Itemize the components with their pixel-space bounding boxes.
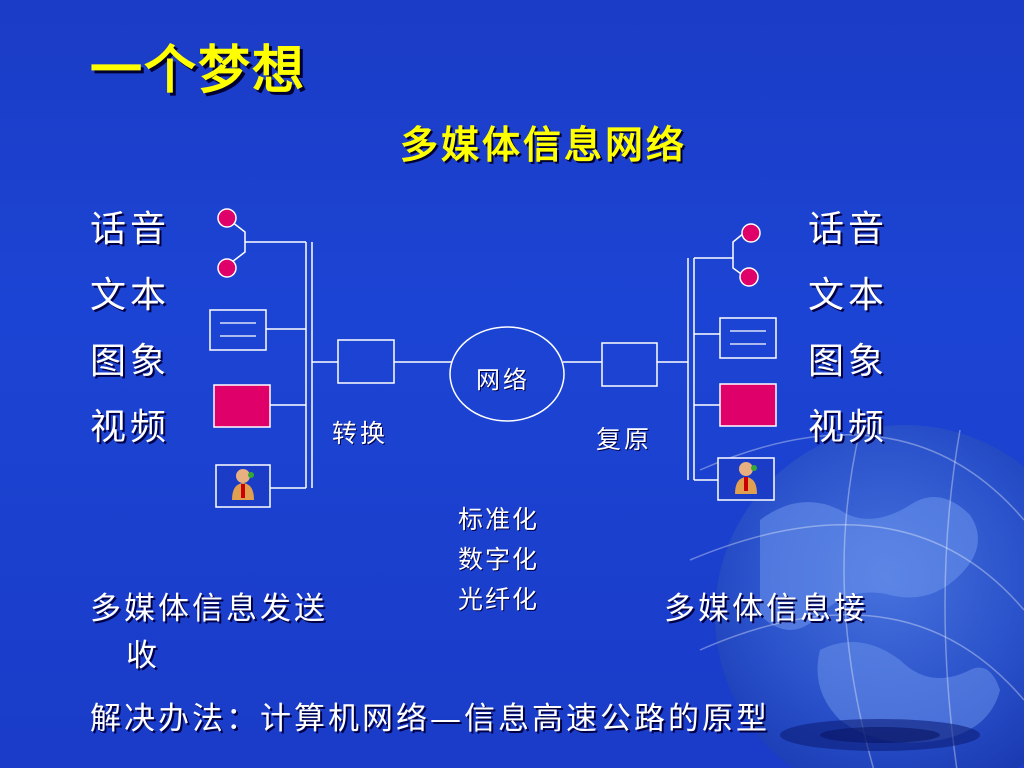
left-mic-wire (231, 221, 246, 263)
note-fiber: 光纤化 (458, 585, 540, 614)
solution-text: 解决办法：计算机网络—信息高速公路的原型 (90, 701, 770, 737)
restore-label: 复原 (596, 425, 653, 454)
page-title: 一个梦想 (90, 40, 307, 101)
left-media-video: 视频 (90, 407, 171, 448)
receive-label: 多媒体信息接 (664, 591, 868, 627)
note-standardization: 标准化 (458, 505, 540, 534)
left-mic-dot-icon (217, 258, 237, 278)
left-mic-dot-icon (217, 208, 237, 228)
right-mic-dot-icon (741, 223, 761, 243)
send-label: 多媒体信息发送 (90, 591, 328, 627)
converter-box (337, 339, 395, 384)
network-ellipse (449, 326, 565, 422)
note-digitization: 数字化 (458, 545, 540, 574)
left-document-icon (209, 309, 267, 351)
right-person-icon (717, 457, 775, 501)
left-media-voice: 话音 (90, 209, 171, 250)
page-subtitle: 多媒体信息网络 (400, 122, 688, 167)
left-video-screen-icon (213, 384, 271, 428)
restorer-box (601, 342, 658, 387)
convert-label: 转换 (332, 419, 389, 448)
send-label-continuation: 收 (126, 638, 160, 674)
right-media-video: 视频 (808, 407, 889, 448)
left-media-image: 图象 (90, 341, 171, 382)
right-mic-wire (732, 232, 745, 277)
network-label: 网络 (476, 366, 530, 394)
right-media-voice: 话音 (808, 209, 889, 250)
right-media-image: 图象 (808, 341, 889, 382)
right-media-text: 文本 (808, 275, 889, 316)
left-person-icon (215, 464, 271, 508)
right-video-screen-icon (719, 383, 777, 427)
right-mic-dot-icon (739, 267, 759, 287)
right-document-icon (719, 317, 777, 359)
left-media-text: 文本 (90, 275, 171, 316)
